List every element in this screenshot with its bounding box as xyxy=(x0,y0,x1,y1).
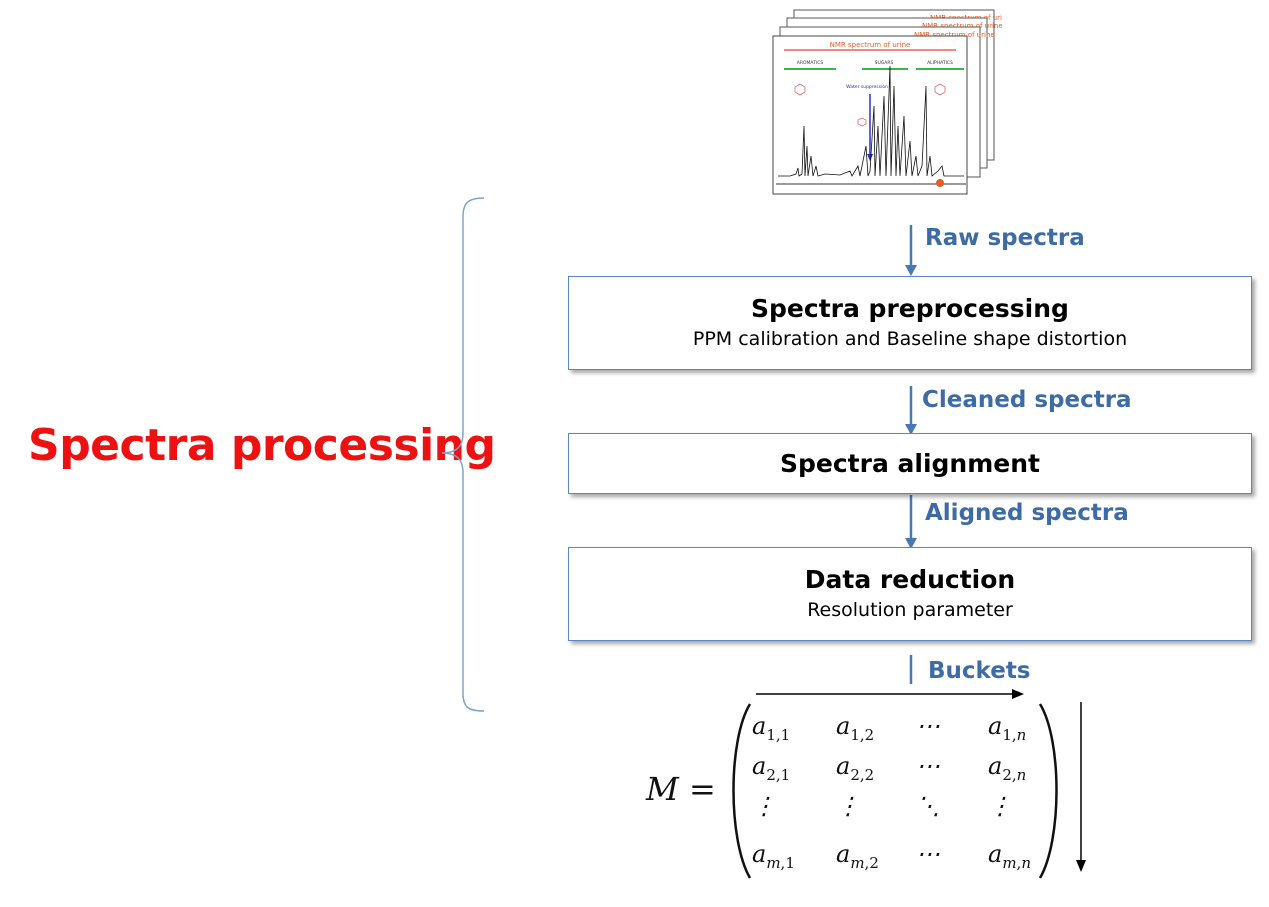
matrix-cell: ⋯ xyxy=(916,840,940,868)
matrix-cell: am,2 xyxy=(836,840,879,872)
card-title-0: NMR spectrum of urine xyxy=(830,41,911,49)
matrix-cell: ⋱ xyxy=(916,792,940,820)
flow-label-buckets: Buckets xyxy=(928,658,1031,684)
matrix-cell: a2,n xyxy=(988,752,1027,784)
step-preprocessing: Spectra preprocessing PPM calibration an… xyxy=(568,276,1252,370)
curly-brace xyxy=(441,197,485,712)
matrix-cell: am,1 xyxy=(752,840,795,872)
matrix-lhs: M = xyxy=(646,770,716,808)
matrix-cell: a2,1 xyxy=(752,752,791,784)
step-title: Spectra preprocessing xyxy=(751,294,1069,323)
card-title-2: NMR spectrum of urine xyxy=(922,22,1002,30)
matrix-parentheses xyxy=(732,703,1058,879)
matrix-cell: am,n xyxy=(988,840,1031,872)
matrix-cell: a1,n xyxy=(988,712,1027,744)
flow-label-raw: Raw spectra xyxy=(925,225,1085,251)
flow-label-cleaned: Cleaned spectra xyxy=(922,387,1132,413)
matrix-cell: ⋮ xyxy=(836,792,860,820)
step-title: Spectra alignment xyxy=(780,448,1040,478)
matrix-cell: ⋮ xyxy=(988,792,1012,820)
side-label: Spectra processing xyxy=(28,420,496,471)
matrix-cell: a1,2 xyxy=(836,712,875,744)
region-aromatics: AROMATICS xyxy=(797,60,824,66)
matrix-cell: ⋯ xyxy=(916,712,940,740)
region-aliphatics: ALIPHATICS xyxy=(927,60,953,66)
matrix-cell: a2,2 xyxy=(836,752,875,784)
flow-label-aligned: Aligned spectra xyxy=(925,500,1129,526)
spectrum-card-front: NMR spectrum of urine AROMATICS SUGARS A… xyxy=(772,35,968,195)
step-data-reduction: Data reduction Resolution parameter xyxy=(568,547,1252,641)
water-suppression-note: Water suppression xyxy=(846,84,888,90)
card-title-1: NMR spectrum of urine xyxy=(914,31,995,39)
matrix-cell: a1,1 xyxy=(752,712,791,744)
step-alignment: Spectra alignment xyxy=(568,433,1252,494)
step-subtitle: PPM calibration and Baseline shape disto… xyxy=(692,328,1128,350)
matrix-cell: ⋮ xyxy=(752,792,776,820)
nmr-spectra-stack: NMR spectrum of urine NMR spectrum of ur… xyxy=(772,9,1002,195)
matrix-cell: ⋯ xyxy=(916,752,940,780)
step-subtitle: Resolution parameter xyxy=(807,599,1013,621)
step-title: Data reduction xyxy=(804,565,1016,594)
region-sugars: SUGARS xyxy=(875,60,894,66)
